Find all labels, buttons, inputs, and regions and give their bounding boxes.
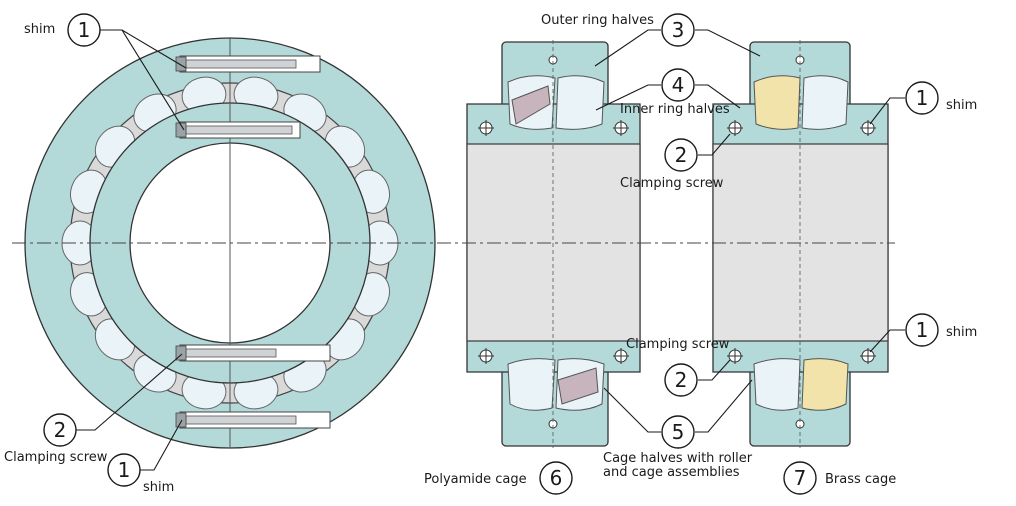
leader-lines <box>75 29 905 471</box>
label-shim-right-bottom: shim <box>946 325 977 340</box>
label-clamping-screw-left: Clamping screw <box>4 450 108 465</box>
svg-text:3: 3 <box>672 18 685 42</box>
polyamide-cage-bottom <box>557 367 599 405</box>
svg-text:7: 7 <box>794 466 807 490</box>
svg-text:1: 1 <box>118 458 131 482</box>
callout-2-left: 2 <box>43 413 77 447</box>
screw-slot-top-inner <box>175 121 301 139</box>
label-clamping-screw-center-bottom: Clamping screw <box>626 337 730 352</box>
rollers-brass-top <box>753 75 849 130</box>
callout-4: 4 <box>661 68 695 102</box>
screw-slot-bottom-outer <box>175 411 331 429</box>
callout-1-right-top: 1 <box>905 81 939 115</box>
svg-text:1: 1 <box>916 318 929 342</box>
svg-text:5: 5 <box>672 420 685 444</box>
callout-3: 3 <box>661 13 695 47</box>
callout-5: 5 <box>661 415 695 449</box>
label-shim-bottom-left: shim <box>143 480 174 495</box>
label-inner-ring-halves: Inner ring halves <box>620 102 730 117</box>
callout-7: 7 <box>783 461 817 495</box>
screw-slot-top-outer <box>175 55 321 73</box>
label-brass-cage: Brass cage <box>825 472 896 487</box>
svg-text:2: 2 <box>54 418 67 442</box>
svg-text:2: 2 <box>675 143 688 167</box>
brass-cage-bottom <box>801 358 849 411</box>
svg-text:1: 1 <box>916 86 929 110</box>
screw-slot-bottom-inner <box>175 344 331 362</box>
brass-cage-top <box>753 75 801 130</box>
callout-6: 6 <box>539 461 573 495</box>
bolt-holes-brass <box>727 55 876 429</box>
label-cage-halves-line1: Cage halves with roller <box>603 451 753 466</box>
callout-2-center-top: 2 <box>664 138 698 172</box>
section-polyamide <box>466 40 641 448</box>
label-polyamide-cage: Polyamide cage <box>424 472 527 487</box>
label-shim-top-left: shim <box>24 22 55 37</box>
label-cage-halves-line2: and cage assemblies <box>603 465 740 480</box>
svg-text:1: 1 <box>78 18 91 42</box>
callout-1-bottom-left: 1 <box>107 453 141 487</box>
svg-text:2: 2 <box>675 368 688 392</box>
callout-1-right-bottom: 1 <box>905 313 939 347</box>
callout-1-top-left: 1 <box>67 13 101 47</box>
svg-text:6: 6 <box>550 466 563 490</box>
svg-text:4: 4 <box>672 73 685 97</box>
rollers-polyamide-bottom <box>507 358 605 411</box>
label-clamping-screw-center-top: Clamping screw <box>620 176 724 191</box>
callout-2-center-bottom: 2 <box>664 363 698 397</box>
rollers-brass-bottom <box>753 358 849 411</box>
section-brass <box>712 40 889 448</box>
label-shim-right-top: shim <box>946 98 977 113</box>
label-outer-ring-halves: Outer ring halves <box>541 13 654 28</box>
rollers-polyamide-top <box>507 75 605 130</box>
polyamide-cage-top <box>511 85 551 125</box>
